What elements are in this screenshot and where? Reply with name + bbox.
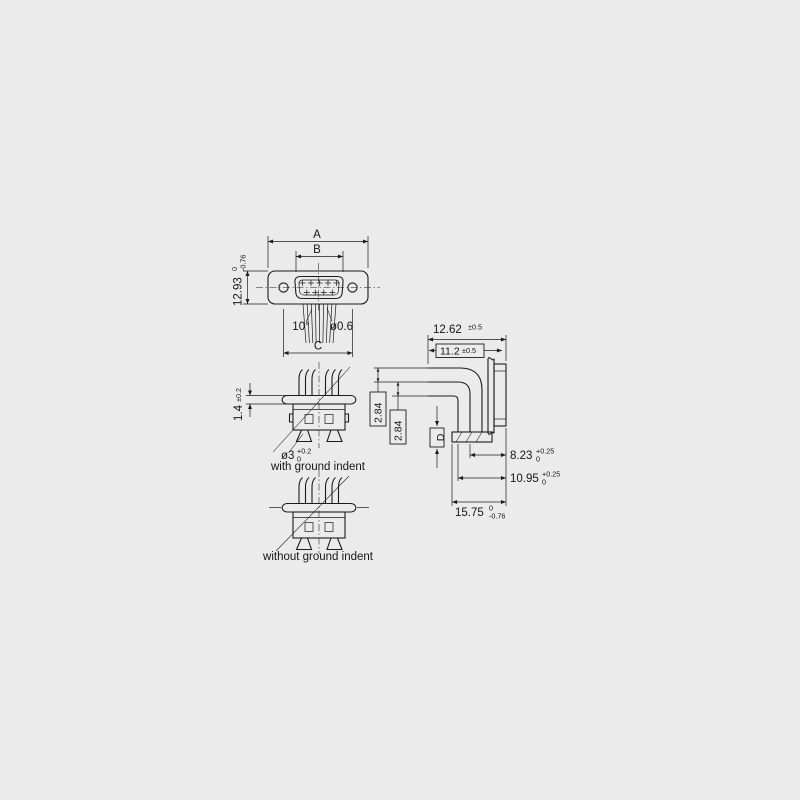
boss-dia-tol-bottom: 0 <box>297 455 301 464</box>
pcb-boss <box>451 431 493 443</box>
depth-tol: ±0.5 <box>468 323 482 332</box>
width-overall-value: 15.75 <box>455 507 484 519</box>
pitch-label-1: 2.84 <box>373 402 385 423</box>
dim-c-label: C <box>314 341 322 353</box>
pitch-label-2: 2.84 <box>393 420 405 441</box>
insert-outline <box>294 275 344 300</box>
pitch-value-1: 2.84 <box>373 402 385 423</box>
height-tol-bottom: -0.76 <box>239 255 248 271</box>
body-window <box>304 522 314 532</box>
side-view-ground: 1.4 ±0.2 ø3 +0.2 0 with ground indent <box>233 362 366 473</box>
pin-tails <box>302 303 337 344</box>
hatch-lines <box>455 431 483 443</box>
row-offset-1-tol-bottom: 0 <box>536 455 540 464</box>
insert-inner-outline <box>298 279 340 296</box>
height-value: 12.93 <box>233 277 245 306</box>
section-line <box>275 475 350 552</box>
flange-thickness-label: 1.4 ±0.2 <box>233 388 245 421</box>
depth-value: 12.62 <box>433 324 462 336</box>
pin-dia-leader-line <box>326 307 333 322</box>
dim-d-box <box>429 427 445 448</box>
flange-thickness-tol: ±0.2 <box>234 388 243 402</box>
mounting-bosses <box>295 537 343 551</box>
mounting-bosses <box>295 429 343 443</box>
pin-diameter-label: ø0.6 <box>330 321 353 333</box>
boss-dia-leader <box>289 433 304 452</box>
pitch-value-2: 2.84 <box>393 420 405 441</box>
pitch-box-2 <box>389 409 407 445</box>
height-tol-top: 0 <box>230 267 239 271</box>
body-window <box>324 522 334 532</box>
ground-indent-caption: with ground indent <box>270 461 366 473</box>
width-overall-tol-top: 0 <box>489 504 493 513</box>
angle-leader-line <box>305 308 313 323</box>
flange-plate <box>487 357 495 435</box>
pin-angle-label: 10° <box>292 321 309 333</box>
row-offset-1-tol-top: +0.25 <box>536 447 554 456</box>
solder-pins <box>298 369 343 396</box>
row-offset-2-value: 10.95 <box>510 473 539 485</box>
boss-dia-tol-top: +0.2 <box>297 447 311 456</box>
front-view: A B 10° ø0.6 C 12.93 0 <box>230 229 380 357</box>
boss-dia-value: ø3 <box>281 450 294 462</box>
side-view-no-ground: without ground indent <box>262 470 374 563</box>
flange-thickness-value: 1.4 <box>233 404 245 421</box>
row-offset-1-value: 8.23 <box>510 450 532 462</box>
dim-d-value: D <box>435 433 447 441</box>
row-offset-2-tol-bottom: 0 <box>542 478 546 487</box>
right-angle-pins <box>428 367 483 432</box>
connector-body <box>493 363 507 427</box>
no-ground-indent-caption: without ground indent <box>262 551 374 563</box>
pin-crosses <box>299 280 340 296</box>
dim-a-label: A <box>313 229 321 241</box>
pin-length-value: 11.2 <box>440 346 460 358</box>
body-window <box>324 414 334 424</box>
ground-indent-bumps <box>288 413 350 423</box>
dim-b-label: B <box>313 244 321 256</box>
dim-d-label: D <box>435 433 447 441</box>
right-angle-view: 12.62 ±0.5 11.2 ±0.5 D 8.23 +0.25 0 10.9… <box>427 323 560 521</box>
section-line <box>272 366 351 453</box>
pitch-box-1 <box>369 391 387 427</box>
height-dim-label: 12.93 0 -0.76 <box>230 255 248 306</box>
row-offset-2-tol-top: +0.25 <box>542 470 560 479</box>
pin-length-tol: ±0.5 <box>462 346 476 355</box>
solder-pins <box>298 477 343 504</box>
body-window <box>304 414 314 424</box>
row-pitch-dims: 2.84 2.84 <box>369 367 430 445</box>
width-overall-tol-bottom: -0.76 <box>489 512 505 521</box>
